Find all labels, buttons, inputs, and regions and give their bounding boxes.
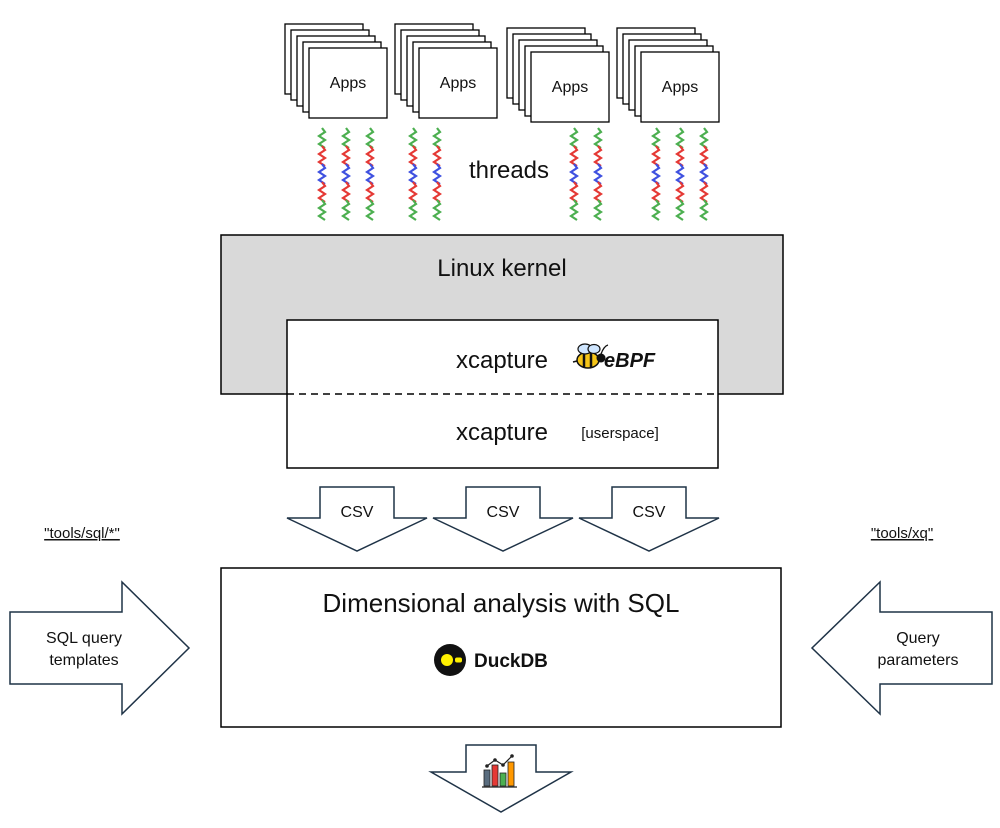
sql-templates-line1: SQL query xyxy=(46,630,122,647)
duckdb-logo-icon xyxy=(434,644,466,676)
csv-arrow-shape xyxy=(578,486,720,552)
thread-segment xyxy=(317,181,327,203)
thread-segment xyxy=(675,199,685,221)
sql-templates-arrow xyxy=(9,580,191,716)
query-parameters-line1: Query xyxy=(896,630,940,647)
app-card xyxy=(640,51,720,123)
tools-sql-link[interactable]: "tools/sql/*" xyxy=(44,525,120,542)
thread-segment xyxy=(569,145,579,167)
thread-segment xyxy=(317,199,327,221)
thread-segment xyxy=(569,181,579,203)
xcapture-userspace-label: xcapture xyxy=(456,419,548,446)
thread-segment xyxy=(432,127,442,149)
thread-segment xyxy=(408,145,418,167)
thread-segment xyxy=(593,145,603,167)
app-card xyxy=(308,47,388,119)
thread-segment xyxy=(365,163,375,185)
thread-segment xyxy=(569,163,579,185)
thread-segment xyxy=(651,181,661,203)
csv-arrow-2: CSV xyxy=(432,486,574,552)
sql-templates-line2: templates xyxy=(49,652,118,669)
apps-label: Apps xyxy=(330,75,366,92)
thread-segment xyxy=(699,199,709,221)
thread-segment xyxy=(432,145,442,167)
thread-segment xyxy=(341,145,351,167)
linux-kernel-title: Linux kernel xyxy=(437,255,566,282)
thread-lines xyxy=(317,127,709,221)
thread-segment xyxy=(593,181,603,203)
thread-segment xyxy=(341,163,351,185)
thread-segment xyxy=(317,127,327,149)
thread-segment xyxy=(699,127,709,149)
duckdb-logo-text: DuckDB xyxy=(474,651,548,672)
thread-segment xyxy=(341,199,351,221)
app-stack-1: Apps xyxy=(284,23,388,119)
thread-segment xyxy=(317,145,327,167)
thread-segment xyxy=(651,199,661,221)
thread-segment xyxy=(651,145,661,167)
thread-segment xyxy=(408,163,418,185)
app-stack-4: Apps xyxy=(616,27,720,123)
thread-segment xyxy=(675,127,685,149)
thread-segment xyxy=(651,163,661,185)
csv-arrow-1: CSV xyxy=(286,486,428,552)
bee-icon xyxy=(572,343,609,369)
tools-xq-link[interactable]: "tools/xq" xyxy=(871,525,933,542)
thread-segment xyxy=(699,163,709,185)
thread-segment xyxy=(593,163,603,185)
bar-chart-icon xyxy=(482,754,517,788)
thread-segment xyxy=(341,181,351,203)
app-stacks: Apps Apps Apps Apps xyxy=(284,23,720,123)
thread-segment xyxy=(675,181,685,203)
thread-segment xyxy=(408,181,418,203)
thread-segment xyxy=(593,199,603,221)
xcapture-box xyxy=(286,319,719,469)
thread-segment xyxy=(699,181,709,203)
app-stack-3: Apps xyxy=(506,27,610,123)
thread-segment xyxy=(569,127,579,149)
csv-label: CSV xyxy=(633,504,666,521)
csv-label: CSV xyxy=(341,504,374,521)
app-card xyxy=(418,47,498,119)
thread-segment xyxy=(408,127,418,149)
thread-segment xyxy=(365,145,375,167)
csv-arrow-3: CSV xyxy=(578,486,720,552)
thread-segment xyxy=(365,199,375,221)
app-card xyxy=(530,51,610,123)
thread-segment xyxy=(569,199,579,221)
csv-arrow-shape xyxy=(432,486,574,552)
thread-segment xyxy=(317,163,327,185)
thread-segment xyxy=(675,145,685,167)
thread-segment xyxy=(432,181,442,203)
thread-segment xyxy=(408,199,418,221)
thread-segment xyxy=(593,127,603,149)
query-parameters-arrow xyxy=(810,580,993,716)
thread-segment xyxy=(341,127,351,149)
threads-label: threads xyxy=(469,157,549,184)
thread-segment xyxy=(699,145,709,167)
csv-label: CSV xyxy=(487,504,520,521)
userspace-tag: [userspace] xyxy=(581,425,659,442)
xcapture-ebpf-label: xcapture xyxy=(456,347,548,374)
thread-segment xyxy=(365,127,375,149)
analysis-box xyxy=(220,567,782,728)
ebpf-logo-text: eBPF xyxy=(604,350,656,372)
csv-arrow-shape xyxy=(286,486,428,552)
thread-segment xyxy=(675,163,685,185)
app-stack-2: Apps xyxy=(394,23,498,119)
analysis-title: Dimensional analysis with SQL xyxy=(323,588,680,618)
apps-label: Apps xyxy=(552,79,588,96)
query-parameters-line2: parameters xyxy=(878,652,959,669)
csv-arrows: CSV CSV CSV xyxy=(286,486,720,552)
thread-segment xyxy=(432,163,442,185)
apps-label: Apps xyxy=(662,79,698,96)
apps-label: Apps xyxy=(440,75,476,92)
thread-segment xyxy=(365,181,375,203)
thread-segment xyxy=(432,199,442,221)
thread-segment xyxy=(651,127,661,149)
